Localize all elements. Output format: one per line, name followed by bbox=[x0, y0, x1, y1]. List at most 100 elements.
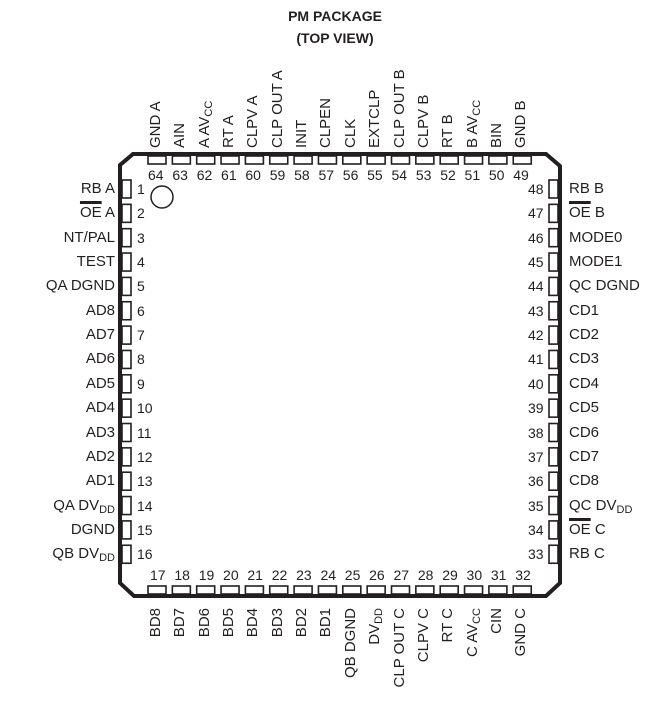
pin-37-pad bbox=[548, 447, 559, 467]
pin-name-text: CLK bbox=[341, 118, 359, 148]
pin-45-label: MODE1 bbox=[569, 253, 622, 270]
pin-number: 38 bbox=[528, 424, 544, 441]
pin-number: 51 bbox=[464, 167, 481, 183]
pin-name-text: CD8 bbox=[569, 472, 600, 490]
pin-15-pad bbox=[121, 520, 132, 540]
pin-56-label: CLK bbox=[342, 119, 359, 148]
pin-name-text: CD1 bbox=[569, 301, 600, 319]
pin-44-pad bbox=[548, 276, 559, 297]
pin-4-pad bbox=[121, 252, 132, 272]
pin-name-text: AD1 bbox=[85, 472, 115, 490]
pin-name-text: CD5 bbox=[569, 399, 600, 417]
pin-name-text: CLP OUT C bbox=[390, 608, 408, 688]
pin-12-label: AD2 bbox=[5, 448, 115, 465]
pin-number: 59 bbox=[269, 167, 286, 183]
pin-name-text: QC DGND bbox=[569, 277, 640, 295]
pin-27-pad bbox=[390, 585, 411, 595]
pin-59-pad bbox=[268, 155, 289, 165]
pin-1-pad bbox=[121, 179, 132, 199]
pin-number: 5 bbox=[137, 278, 145, 295]
pin-57-pad bbox=[317, 155, 338, 165]
pin-name-text: BD4 bbox=[244, 608, 262, 638]
package-title: PM PACKAGE bbox=[288, 8, 382, 24]
pin-52-pad bbox=[439, 155, 460, 165]
pin-number: 53 bbox=[415, 167, 432, 183]
pin-18-label: BD7 bbox=[171, 608, 188, 701]
pin-56-pad bbox=[341, 155, 362, 165]
pin-number: 31 bbox=[490, 567, 507, 583]
pin-number: 10 bbox=[137, 400, 153, 417]
pin-50-label: BIN bbox=[488, 123, 505, 148]
pin-6-label: AD8 bbox=[5, 302, 115, 319]
pin-number: 62 bbox=[196, 167, 213, 183]
pin-number: 41 bbox=[528, 351, 544, 368]
pin-11-label: AD3 bbox=[5, 424, 115, 441]
pin-name-text: CD3 bbox=[569, 350, 600, 368]
pin-41-label: CD3 bbox=[569, 350, 599, 367]
pin-2-label: OE A bbox=[79, 204, 115, 222]
pin-number: 58 bbox=[294, 167, 310, 183]
pin-number: 61 bbox=[221, 167, 237, 183]
pin-17-pad bbox=[147, 585, 167, 595]
pin-name-text: AD4 bbox=[85, 399, 115, 417]
pin-name-text: AD3 bbox=[85, 423, 115, 441]
pin-46-label: MODE0 bbox=[569, 229, 622, 246]
pin-number: 36 bbox=[528, 473, 544, 490]
pin-23-label: BD2 bbox=[293, 608, 310, 701]
pin-36-label: CD8 bbox=[569, 472, 599, 489]
pin-16-label: QB DVDD bbox=[5, 545, 115, 567]
package-subtitle: (TOP VIEW) bbox=[296, 30, 374, 46]
pin-9-label: AD5 bbox=[5, 375, 115, 392]
pin-name-text: QB DGND bbox=[341, 608, 359, 679]
pin-49-label: GND B bbox=[512, 100, 529, 148]
pin-19-pad bbox=[195, 585, 216, 595]
pin-number: 37 bbox=[528, 448, 544, 465]
pin-18-pad bbox=[171, 585, 192, 595]
pin-name-text: BIN bbox=[487, 122, 505, 148]
pin-14-label: QA DVDD bbox=[5, 497, 115, 519]
pin-name-text: CD2 bbox=[569, 326, 600, 344]
pin-name-text: CLPV A bbox=[244, 95, 262, 148]
pin-11-pad bbox=[121, 422, 132, 443]
subscript: DD bbox=[99, 503, 115, 516]
pin-35-pad bbox=[548, 495, 559, 516]
pin-name-text: MODE1 bbox=[569, 253, 623, 271]
active-low-overline: OE bbox=[569, 520, 591, 538]
pin-37-label: CD7 bbox=[569, 448, 599, 465]
pin-35-label: QC DVDD bbox=[569, 497, 632, 519]
pin-30-label: C AVCC bbox=[464, 608, 486, 701]
pin-63-label: AIN bbox=[171, 123, 188, 148]
pin-number: 56 bbox=[342, 167, 359, 183]
pin-number: 19 bbox=[198, 567, 215, 583]
pin-number: 44 bbox=[528, 278, 544, 295]
pin-28-label: CLPV C bbox=[415, 608, 432, 701]
pin-number: 3 bbox=[137, 229, 145, 246]
pin-name-text: RB B bbox=[569, 180, 605, 197]
pin-9-pad bbox=[121, 373, 132, 394]
pin-name-text: A AV bbox=[195, 116, 213, 148]
pin-name-text: RT B bbox=[439, 114, 457, 148]
pin-number: 13 bbox=[137, 473, 153, 490]
pin-number: 20 bbox=[223, 567, 239, 583]
pin-number: 7 bbox=[137, 327, 145, 344]
pin-name-text: AD8 bbox=[85, 301, 115, 319]
pin-name-text: GND C bbox=[512, 608, 530, 657]
pin-number: 50 bbox=[488, 167, 505, 183]
pin-name-text: QB DV bbox=[52, 545, 100, 563]
pin-name-text: CLPV B bbox=[414, 94, 432, 148]
pin-24-pad bbox=[317, 585, 338, 595]
pin-name-text: GND A bbox=[147, 101, 164, 148]
pin-name-text: AD5 bbox=[85, 374, 115, 392]
pin-number: 14 bbox=[137, 497, 153, 514]
pin-number: 17 bbox=[150, 567, 166, 583]
pin-number: 47 bbox=[528, 205, 544, 222]
pin-40-label: CD4 bbox=[569, 375, 599, 392]
pin-38-label: CD6 bbox=[569, 424, 599, 441]
pin-3-label: NT/PAL bbox=[5, 229, 115, 246]
pin-number: 26 bbox=[369, 567, 385, 583]
active-low-overline: OE bbox=[569, 204, 591, 222]
pin-51-pad bbox=[463, 155, 484, 165]
pin-name-text: BD2 bbox=[293, 608, 311, 638]
pin-12-pad bbox=[121, 447, 132, 467]
pin-53-pad bbox=[415, 155, 435, 165]
